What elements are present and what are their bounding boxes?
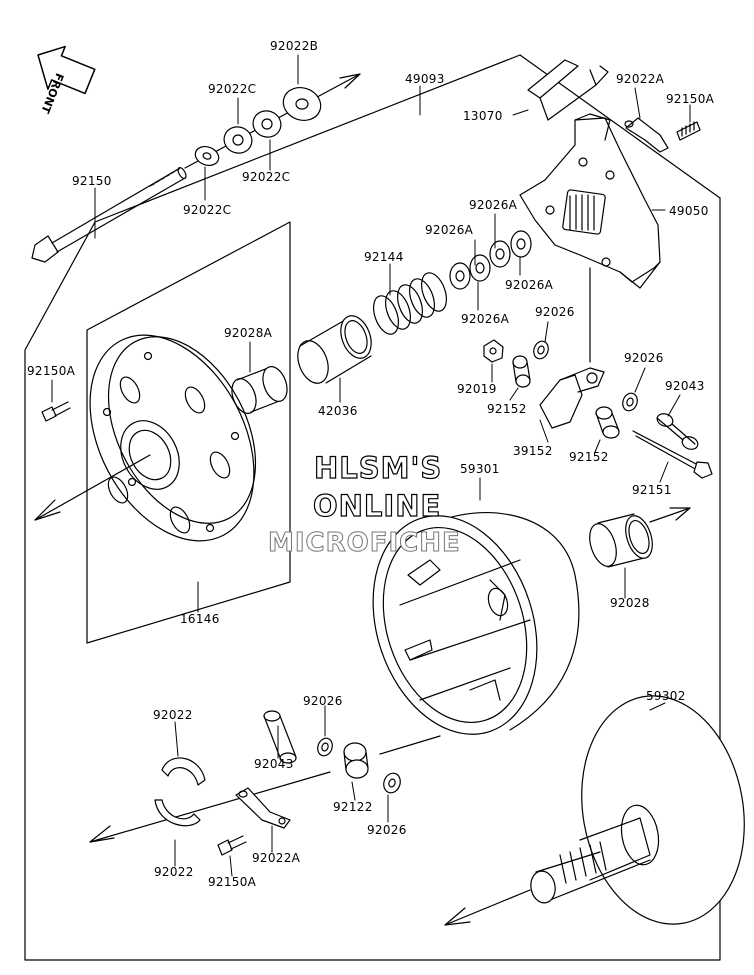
watermark-line2: ONLINE (312, 488, 442, 523)
weight-39152 (539, 367, 605, 429)
part-label[interactable]: 92152 (487, 402, 527, 416)
part-label[interactable]: 92150 (72, 174, 112, 188)
part-label[interactable]: 92152 (569, 450, 609, 464)
front-arrow-icon: FRONT (37, 45, 96, 116)
leader-lines (51, 54, 691, 877)
bracket-92022A-bottom (235, 787, 291, 829)
front-badge-text: FRONT (38, 71, 66, 115)
watermark-line1: HLSM'S (313, 450, 443, 485)
bushing-axis-line (649, 507, 691, 523)
part-label[interactable]: 92028A (224, 326, 273, 340)
bushing-92152-b (595, 406, 620, 439)
part-label[interactable]: 16146 (180, 612, 220, 626)
bolt-92150A-top (676, 121, 701, 141)
spring-92144 (373, 272, 447, 335)
part-label[interactable]: 92022B (270, 39, 319, 53)
sheave-axis-line-bottom (444, 889, 531, 926)
part-label[interactable]: 92150A (666, 92, 715, 106)
part-label[interactable]: 92022 (153, 708, 193, 722)
part-label[interactable]: 59302 (646, 689, 686, 703)
washer-92026-d (383, 772, 401, 794)
part-label[interactable]: 92026 (367, 823, 407, 837)
bushing-42036 (297, 315, 372, 384)
bolt-92150 (31, 166, 187, 263)
bushing-92028 (589, 513, 653, 568)
slider-shoe-13070 (527, 59, 609, 121)
part-label[interactable]: 92022C (183, 203, 232, 217)
part-label[interactable]: 39152 (513, 444, 553, 458)
part-label[interactable]: 13070 (463, 109, 503, 123)
nut-92019 (483, 339, 504, 363)
bushing-92122 (343, 742, 369, 779)
part-label[interactable]: 92026A (505, 278, 554, 292)
part-label[interactable]: 92022 (154, 865, 194, 879)
part-label[interactable]: 92026A (469, 198, 518, 212)
part-label[interactable]: 92019 (457, 382, 497, 396)
washers-top (194, 87, 322, 167)
part-label[interactable]: 92122 (333, 800, 373, 814)
part-label[interactable]: 92026 (624, 351, 664, 365)
part-label[interactable]: 59301 (460, 462, 500, 476)
drum-59301 (372, 512, 580, 735)
part-label[interactable]: 92022A (616, 72, 665, 86)
part-label[interactable]: 92026 (303, 694, 343, 708)
bolt-92151 (632, 430, 713, 479)
sheave-axis-line (34, 454, 151, 521)
part-label[interactable]: 92026A (461, 312, 510, 326)
watermark-line3: MICROFICHE (268, 528, 461, 559)
part-label[interactable]: 92022C (242, 170, 291, 184)
bottom-axis-line (89, 735, 441, 843)
part-label[interactable]: 92043 (254, 757, 294, 771)
bolt-92150A-bottom (217, 835, 247, 856)
part-label[interactable]: 92150A (27, 364, 76, 378)
half-ring-92022-bottom (154, 799, 201, 827)
part-label[interactable]: 92150A (208, 875, 257, 889)
part-label[interactable]: 42036 (318, 404, 358, 418)
bolt-92150A-left (41, 401, 71, 422)
part-label[interactable]: 92022A (252, 851, 301, 865)
washer-92026-c (317, 737, 333, 757)
pin-92043-bottom (263, 710, 297, 764)
group-box-16146 (86, 221, 291, 644)
part-label[interactable]: 92151 (632, 483, 672, 497)
sheave-16146 (89, 334, 257, 542)
spider-49050 (519, 113, 661, 289)
part-label[interactable]: 92028 (610, 596, 650, 610)
part-label[interactable]: 92144 (364, 250, 404, 264)
pin-92043-right (656, 413, 699, 450)
bushing-92152-a (512, 355, 531, 388)
part-label[interactable]: 92043 (665, 379, 705, 393)
part-label[interactable]: 92026A (425, 223, 474, 237)
half-ring-92022-top (161, 757, 206, 786)
sheave-59302 (530, 695, 745, 925)
part-label[interactable]: 92026 (535, 305, 575, 319)
bushing-92028A (231, 366, 288, 414)
part-label[interactable]: 92022C (208, 82, 257, 96)
washer-92026-b (622, 392, 638, 412)
bracket-92022A-top (624, 117, 669, 153)
washer-92026-a (533, 340, 549, 360)
part-label[interactable]: 49093 (405, 72, 445, 86)
part-label[interactable]: 49050 (669, 204, 709, 218)
